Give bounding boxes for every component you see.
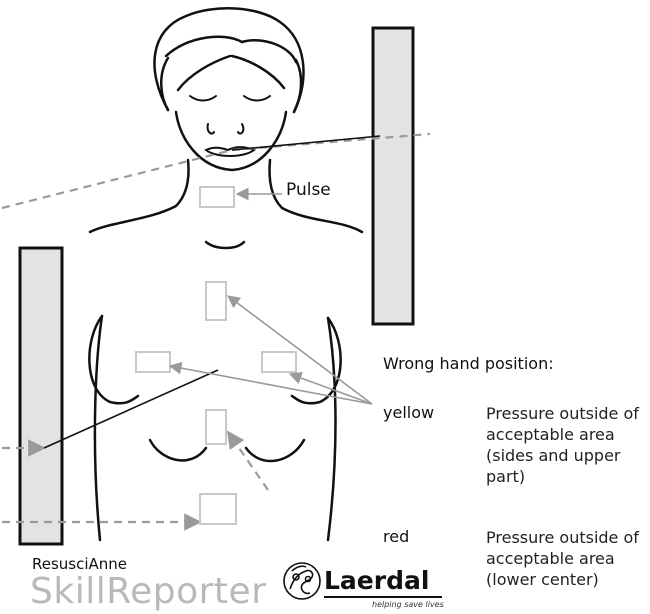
legend-desc-red: Pressure outside of acceptable area (low…	[486, 527, 650, 590]
laerdal-tagline: helping save lives	[372, 600, 444, 609]
manikin-torso	[89, 160, 362, 540]
left-zone	[136, 352, 170, 372]
pulse-zone	[200, 187, 234, 207]
pulse-label: Pulse	[286, 180, 331, 200]
laerdal-wordmark: Laerdal	[324, 566, 429, 595]
lower-zone	[200, 494, 236, 524]
legend-desc-yellow: Pressure outside of acceptable area (sid…	[486, 403, 650, 487]
upper-zone	[206, 282, 226, 320]
center-zone	[206, 410, 226, 444]
laerdal-underline	[324, 596, 442, 598]
pressure-zones	[136, 187, 296, 524]
right-zone	[262, 352, 296, 372]
yellow-arrows	[170, 296, 372, 404]
legend-key-yellow: yellow	[383, 403, 434, 422]
upper-indicator-bar	[373, 28, 413, 324]
legend-key-red: red	[383, 527, 409, 546]
lower-indicator-bar	[20, 248, 62, 544]
product-name-label: SkillReporter	[30, 571, 267, 612]
wrong-hand-position-title: Wrong hand position:	[383, 354, 554, 373]
dashed-pointer-lines	[2, 134, 430, 522]
